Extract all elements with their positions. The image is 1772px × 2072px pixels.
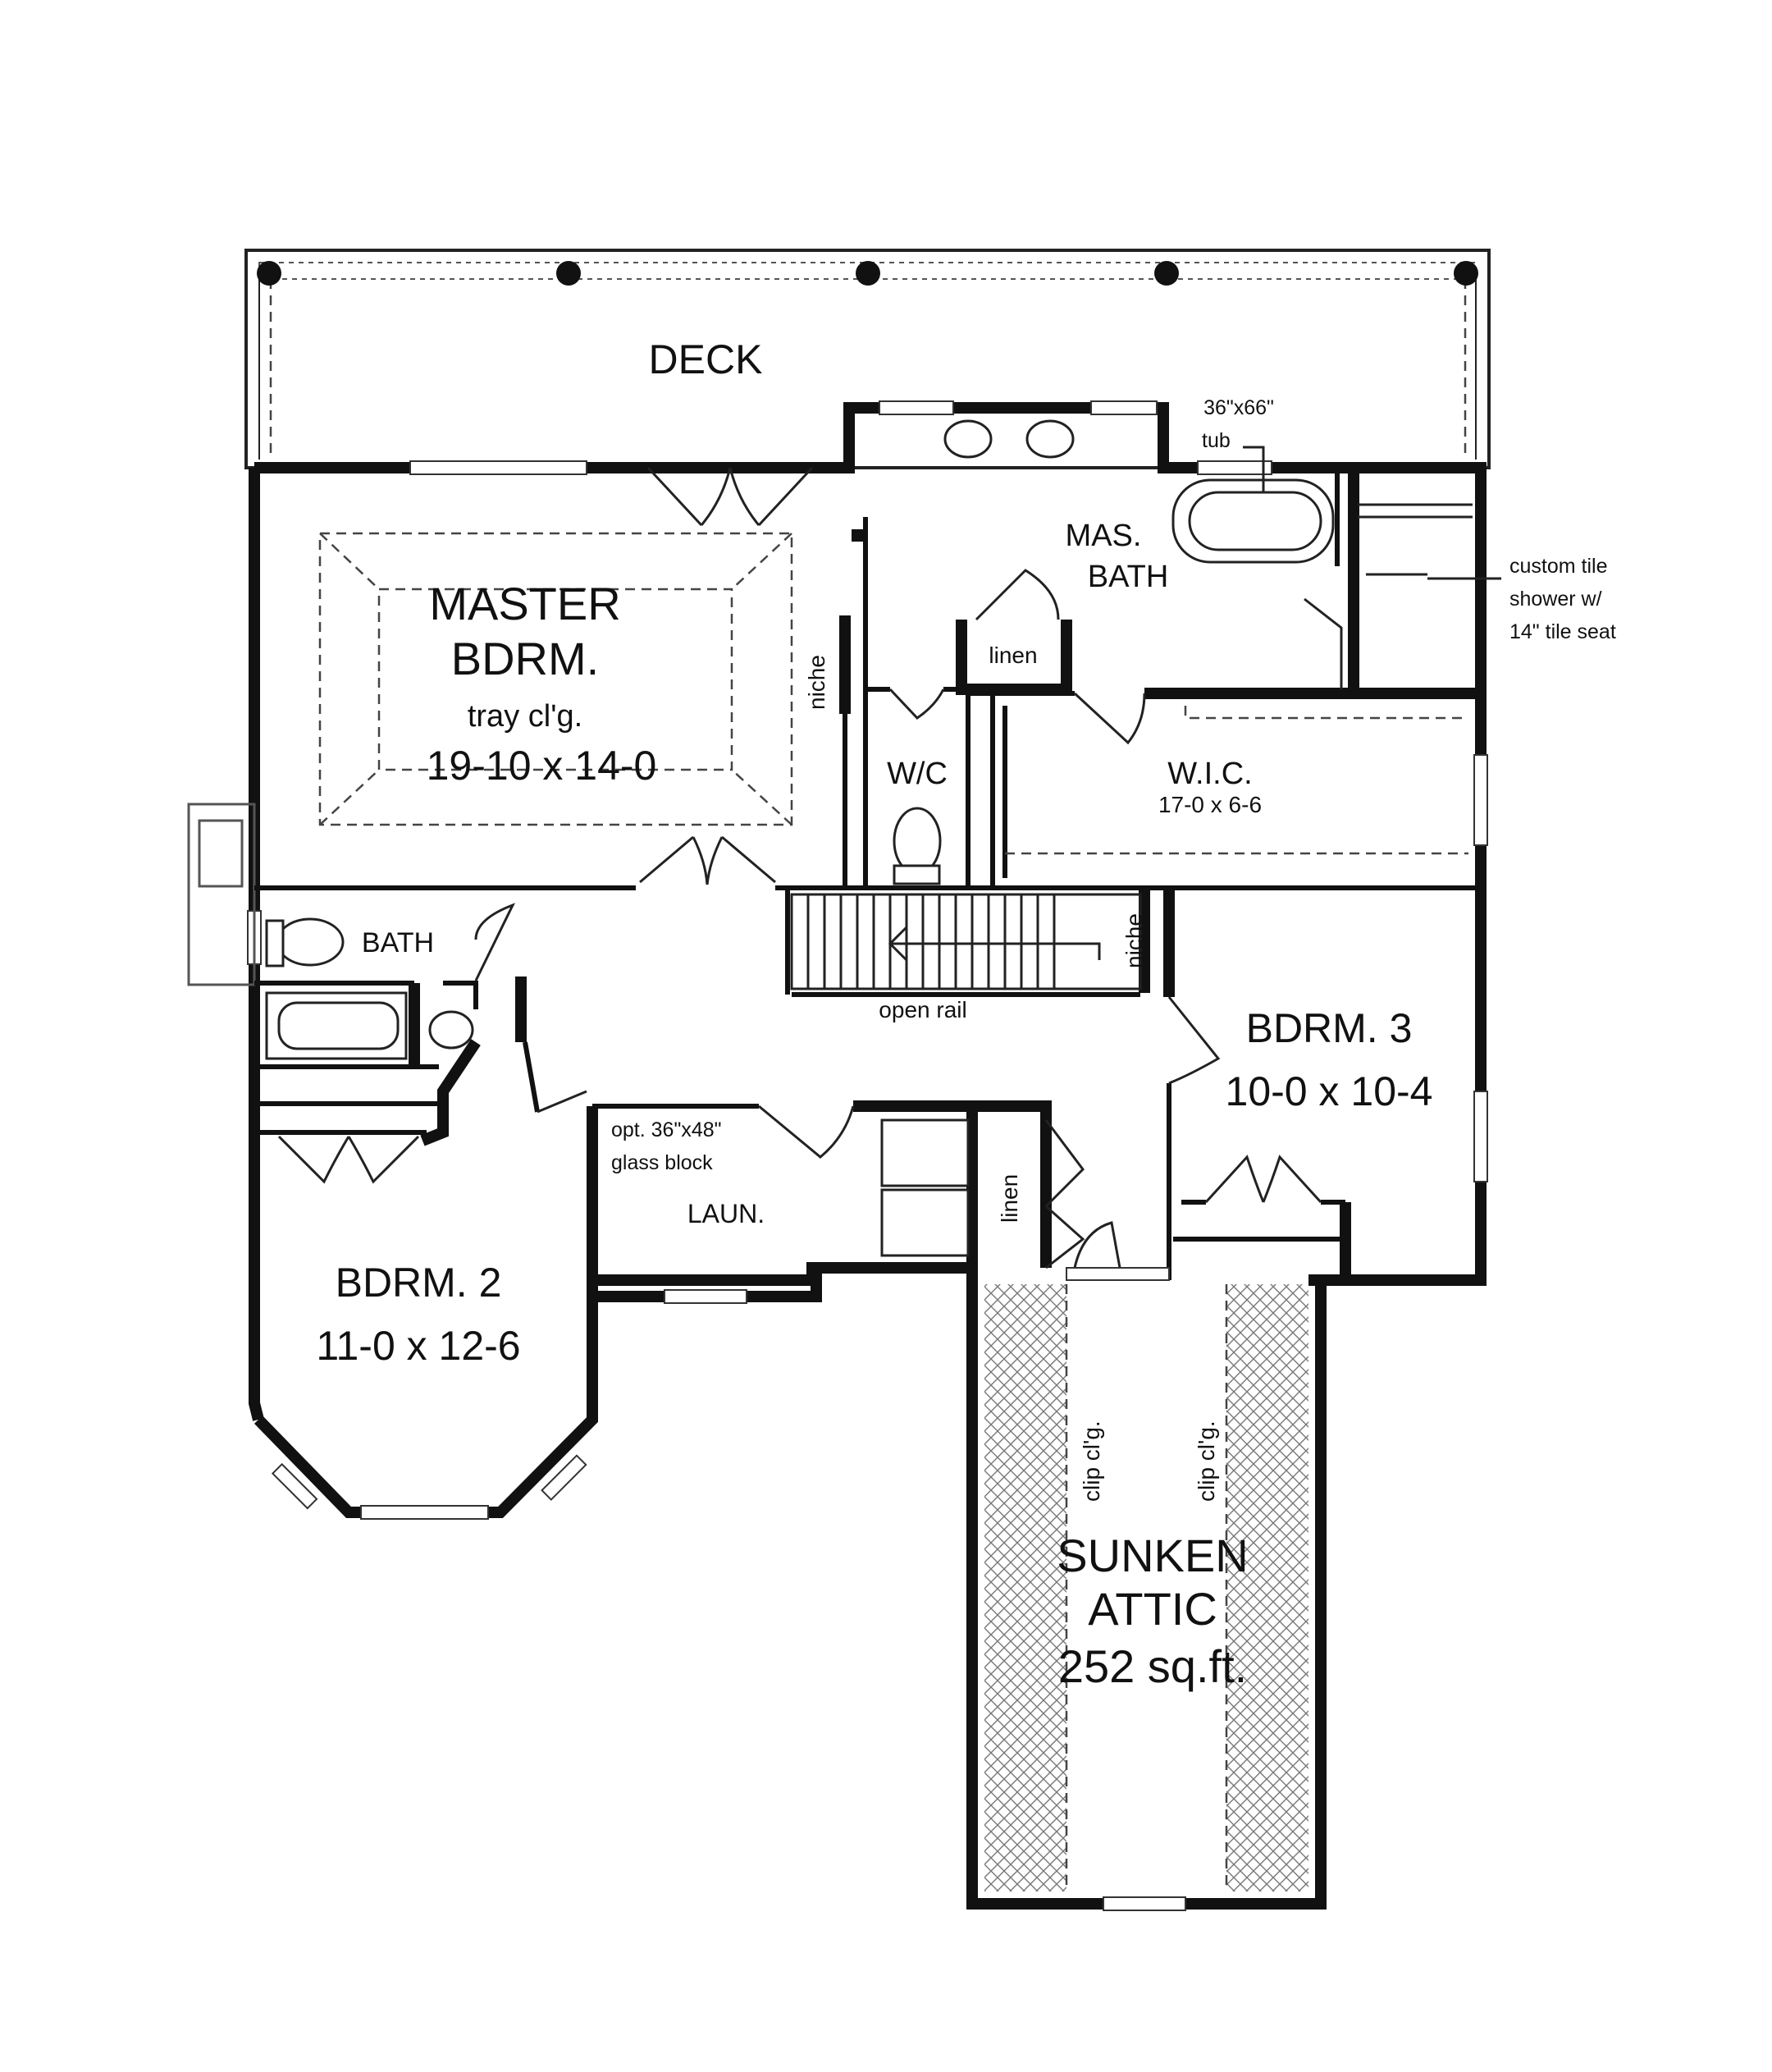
window	[1473, 754, 1488, 846]
deck-post	[257, 261, 281, 286]
tub-note-2: tub	[1202, 429, 1231, 452]
deck-label: DECK	[649, 336, 763, 382]
deck-post	[556, 261, 581, 286]
window	[1103, 1896, 1186, 1911]
toilet	[893, 807, 942, 876]
attic-area: 252 sq.ft.	[1058, 1640, 1247, 1692]
tub-note: 36"x66"	[1203, 396, 1274, 419]
wic-size: 17-0 x 6-6	[1158, 792, 1262, 817]
bdrm3-size: 10-0 x 10-4	[1226, 1068, 1433, 1114]
shower-note-2: shower w/	[1509, 588, 1602, 611]
dryer	[880, 1188, 970, 1257]
chimney	[187, 803, 256, 986]
laundry-option-note: opt. 36"x48"	[611, 1118, 722, 1141]
master-bedroom-size: 19-10 x 14-0	[427, 743, 657, 789]
bath-label: BATH	[362, 927, 434, 958]
attic-hatch	[984, 1284, 1308, 1891]
master-ceiling-note: tray cl'g.	[468, 699, 582, 734]
attic-label: SUNKEN	[1057, 1530, 1248, 1581]
window	[409, 460, 587, 475]
open-rail-label: open rail	[879, 997, 966, 1022]
wc-label: W/C	[887, 757, 948, 791]
window	[664, 1289, 747, 1304]
tray-ceiling	[318, 532, 793, 826]
deck-post	[1454, 261, 1478, 286]
deck-post	[1154, 261, 1179, 286]
laundry-label: LAUN.	[687, 1199, 765, 1228]
niche-label: niche	[804, 655, 829, 710]
shower-note: custom tile	[1509, 555, 1607, 578]
bdrm2-label: BDRM. 2	[336, 1260, 502, 1306]
bdrm3-label: BDRM. 3	[1246, 1005, 1413, 1051]
window	[879, 400, 954, 415]
linen-label: linen	[989, 643, 1037, 668]
sink	[943, 419, 993, 459]
wic-label: W.I.C.	[1167, 757, 1252, 791]
sink	[428, 1010, 474, 1050]
window	[541, 1454, 587, 1501]
bdrm2-size: 11-0 x 12-6	[316, 1323, 520, 1369]
niche-label-right: niche	[1121, 913, 1147, 968]
hall-linen-label: linen	[997, 1174, 1022, 1223]
window	[360, 1505, 489, 1520]
window	[1197, 460, 1272, 475]
windows	[247, 400, 1488, 1911]
shower-note-3: 14" tile seat	[1509, 620, 1616, 643]
toilet	[276, 917, 345, 967]
labels: DECK MASTER BDRM. tray cl'g. 19-10 x 14-…	[316, 336, 1615, 1692]
laundry-option-note-2: glass block	[611, 1151, 713, 1174]
fixtures	[265, 419, 1473, 1257]
interior-walls	[254, 468, 1481, 1280]
master-bath-label-2: BATH	[1088, 560, 1169, 594]
doors	[277, 466, 1343, 1281]
window	[1090, 400, 1158, 415]
washer	[880, 1118, 970, 1187]
clip-ceiling-label: clip cl'g.	[1079, 1420, 1104, 1502]
stairs	[790, 893, 1142, 997]
window	[1473, 1091, 1488, 1182]
sink	[1025, 419, 1075, 459]
master-bath-label: MAS.	[1066, 519, 1142, 553]
deck-post	[856, 261, 880, 286]
attic-label-2: ATTIC	[1088, 1583, 1217, 1635]
master-bedroom-label-2: BDRM.	[451, 633, 599, 684]
window	[271, 1462, 318, 1510]
deck	[244, 249, 1491, 469]
wic-shelves	[1005, 706, 1468, 855]
clip-ceiling-label-2: clip cl'g.	[1194, 1420, 1219, 1502]
master-bedroom-label: MASTER	[429, 578, 620, 629]
